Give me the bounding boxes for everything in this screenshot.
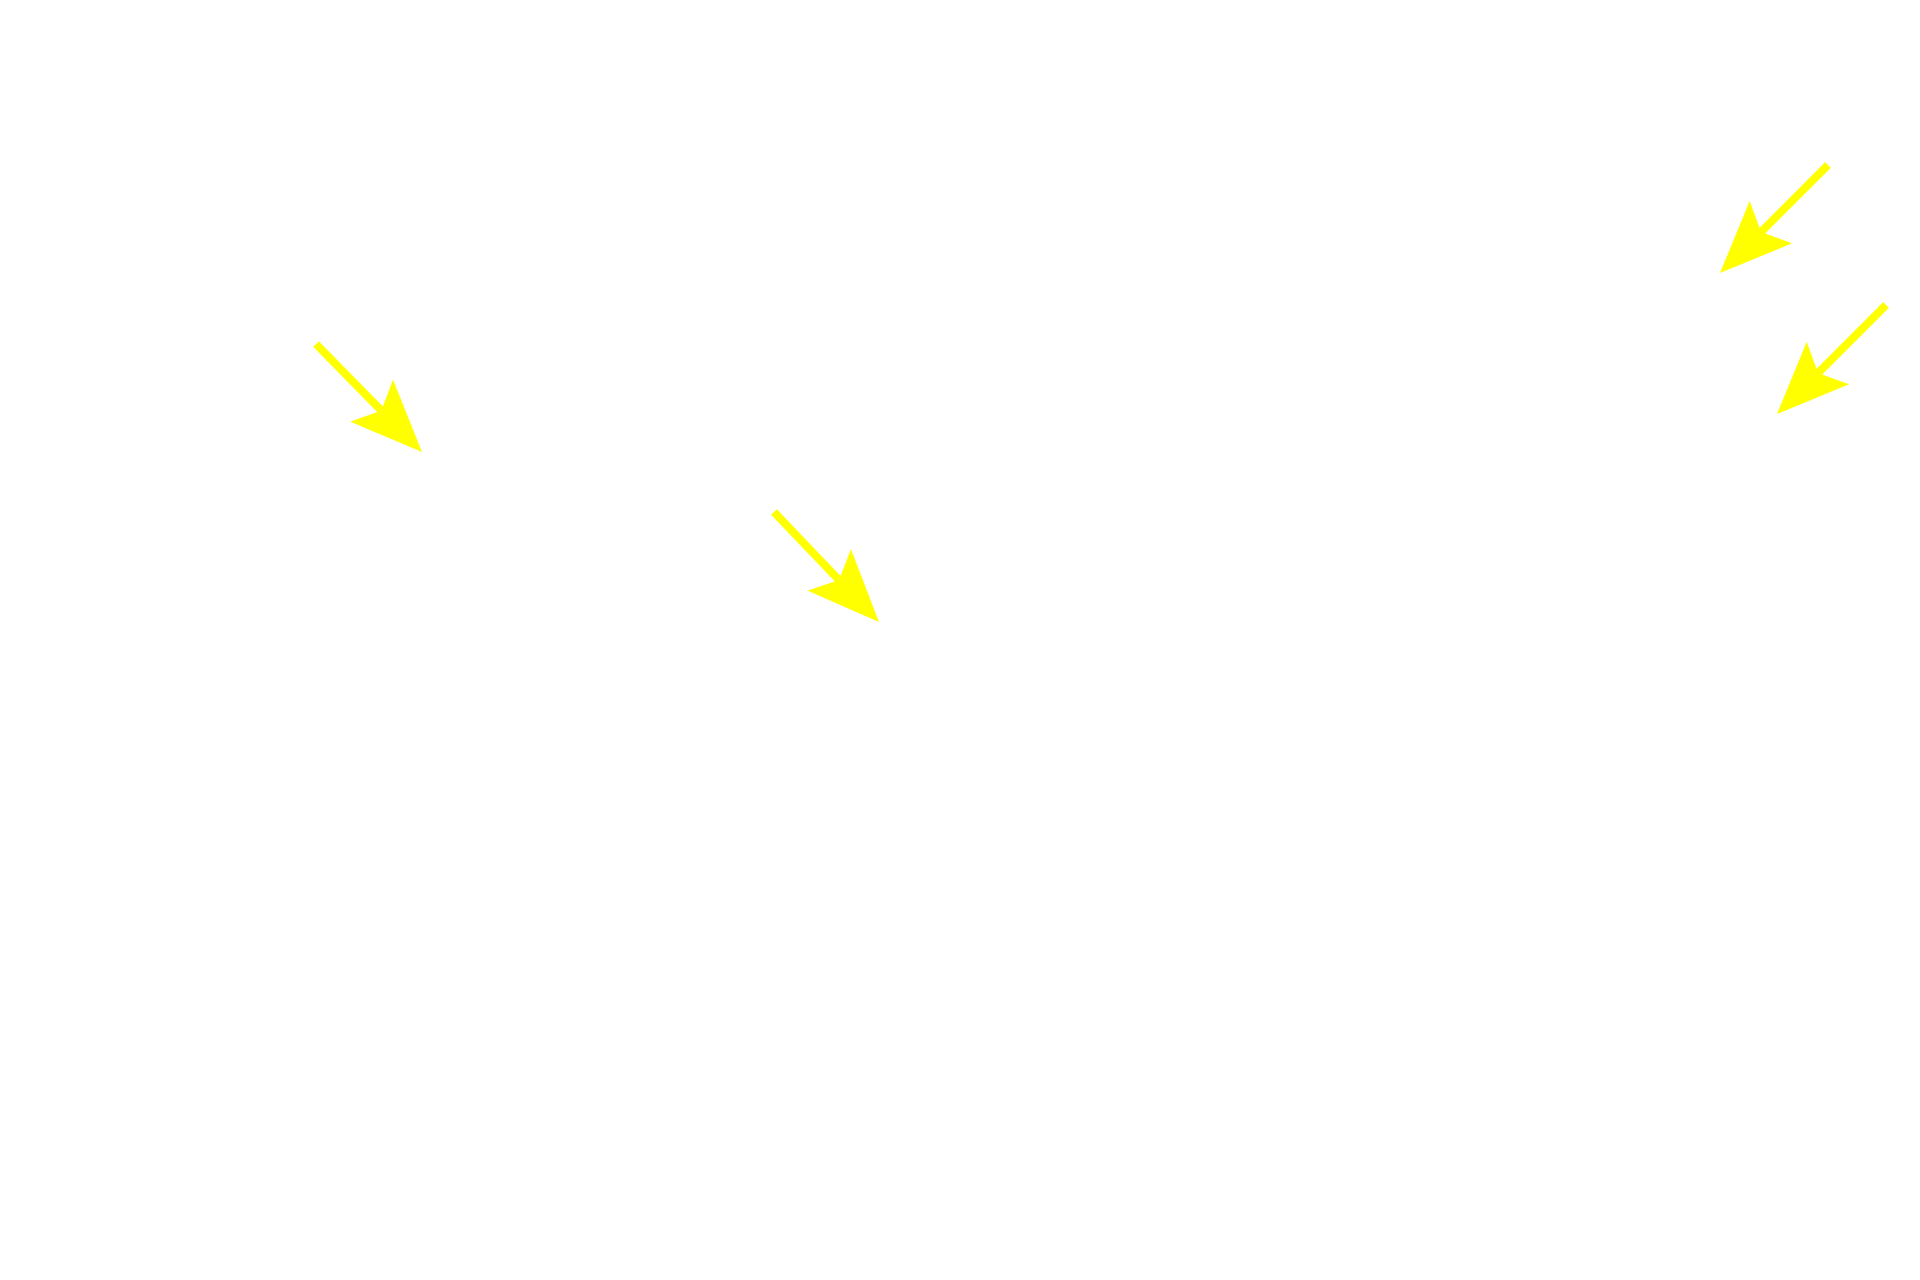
arrow-down-right-icon <box>771 509 880 622</box>
arrow-down-left-icon <box>1720 162 1831 273</box>
arrow-layer <box>313 162 1889 622</box>
arrow-shaft <box>1758 162 1831 235</box>
arrow-down-left-icon <box>1777 302 1889 414</box>
arrow-shaft <box>1815 302 1889 376</box>
arrow-down-right-icon <box>313 341 422 452</box>
arrow-head <box>1720 200 1793 273</box>
arrow-head <box>1777 341 1850 414</box>
arrow-head <box>350 379 422 452</box>
arrow-shaft <box>771 509 842 583</box>
arrow-head <box>807 549 880 622</box>
arrow-shaft <box>313 341 385 414</box>
